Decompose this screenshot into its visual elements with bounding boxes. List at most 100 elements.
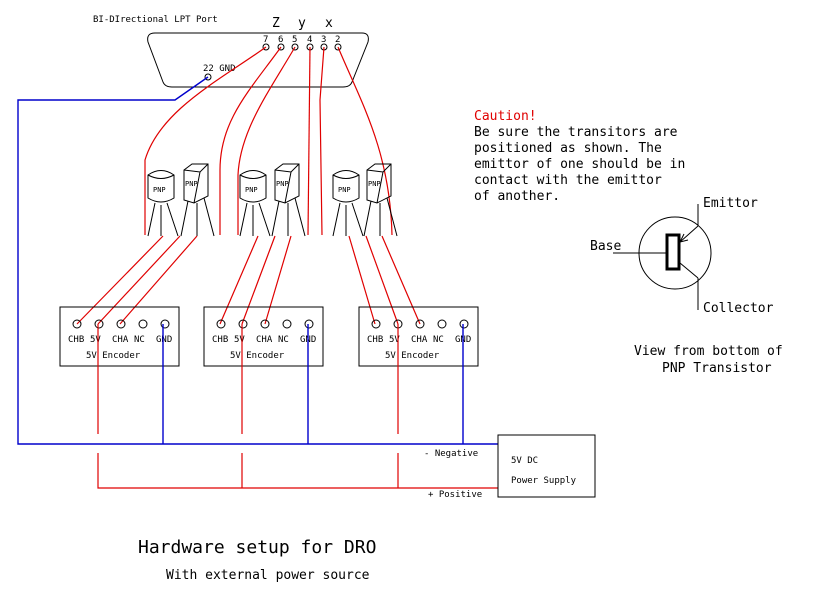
- encoder-pin: [238, 319, 248, 329]
- port-to-transistor-wires: [144, 46, 393, 236]
- wire-t3-chb: [219, 235, 259, 325]
- encoder-pin-label: 5V: [389, 335, 400, 345]
- encoder-pin-label: 5V: [90, 335, 101, 345]
- wire-pin2: [337, 46, 393, 236]
- encoder-label: 5V Encoder: [86, 351, 141, 361]
- encoder-pin: [160, 319, 170, 329]
- lpt-pin-labels: 7 6 5 4 3 2: [263, 35, 340, 45]
- wire-t1-5v: [97, 235, 181, 325]
- encoder-pin: [216, 319, 226, 329]
- base-label: Base: [590, 239, 621, 254]
- encoder-label: 5V Encoder: [385, 351, 440, 361]
- encoder-pin: [138, 319, 148, 329]
- pnp-transistor: PNP: [239, 170, 271, 237]
- pin-label-5: 5: [292, 35, 297, 45]
- pin-22-gnd: [204, 73, 212, 81]
- encoder-pin: [415, 319, 425, 329]
- pin-7: [262, 43, 270, 51]
- axis-label-x: x: [325, 16, 333, 31]
- gnd-pin-label: 22 GND: [203, 64, 236, 74]
- transistor-to-encoder-wires: [76, 235, 421, 325]
- power-supply-line1: 5V DC: [511, 456, 538, 466]
- caution-line-4: contact with the emittor: [474, 173, 662, 188]
- pnp-label: PNP: [245, 186, 258, 194]
- collector-diag: [679, 262, 699, 279]
- transistor-group: PNP PNP PNP PNP PNP PNP: [147, 163, 398, 237]
- db25-connector-shell: [147, 32, 369, 88]
- pnp-base-bar: [665, 233, 681, 271]
- pin-label-4: 4: [307, 35, 312, 45]
- positive-label: + Positive: [428, 490, 482, 500]
- wire-t6-cha: [381, 235, 421, 325]
- encoder-pin: [260, 319, 270, 329]
- pnp-transistor: PNP: [147, 170, 179, 237]
- encoder-pin-label: GND: [156, 335, 172, 345]
- pin-label-7: 7: [263, 35, 268, 45]
- encoder-pin: [371, 319, 381, 329]
- power-supply-line2: Power Supply: [511, 476, 577, 486]
- encoder-pin-label: CHA: [411, 335, 428, 345]
- axis-label-z: Z: [272, 16, 280, 31]
- emitter-diag: [679, 225, 699, 243]
- encoder-pin-label: CHB: [68, 335, 84, 345]
- encoder-pin: [116, 319, 126, 329]
- pnp-symbol: Emittor Base Collector View from bottom …: [590, 196, 783, 376]
- caution-line-3: emittor of one should be in: [474, 157, 685, 172]
- encoder-pin: [304, 319, 314, 329]
- diagram-subtitle: With external power source: [166, 568, 370, 583]
- pin-label-3: 3: [321, 35, 326, 45]
- encoder-box: [203, 306, 324, 367]
- pin-6: [277, 43, 285, 51]
- emitter-label: Emittor: [703, 196, 758, 211]
- encoder-box: [59, 306, 180, 367]
- encoder-pin-label: CHB: [212, 335, 228, 345]
- caution-line-2: positioned as shown. The: [474, 141, 662, 156]
- pin-label-6: 6: [278, 35, 283, 45]
- pnp-caption-line2: PNP Transistor: [662, 361, 772, 376]
- wire-t1-chb: [76, 235, 164, 325]
- caution-line-5: of another.: [474, 189, 560, 204]
- lpt-port-title: BI-DIrectional LPT Port: [93, 15, 218, 25]
- wire-t5-5v: [365, 235, 399, 325]
- encoder-pin: [94, 319, 104, 329]
- encoder-pin-label: CHA: [256, 335, 273, 345]
- caution-line-1: Be sure the transitors are: [474, 125, 678, 140]
- encoder-pin: [437, 319, 447, 329]
- pin-5: [291, 43, 299, 51]
- power-supply-box: [497, 434, 596, 498]
- encoder-pin-label: NC: [278, 335, 289, 345]
- encoder-label: 5V Encoder: [230, 351, 285, 361]
- power-wires: [97, 324, 498, 489]
- pnp-label: PNP: [185, 180, 198, 188]
- encoder-pin: [459, 319, 469, 329]
- negative-label: - Negative: [424, 449, 478, 459]
- pnp-transistor: PNP: [332, 170, 364, 237]
- encoder-pin: [72, 319, 82, 329]
- wire-pin6: [219, 46, 282, 235]
- encoder-box: [358, 306, 479, 367]
- positive-bus: [97, 453, 498, 489]
- wire-t4-cha: [264, 235, 292, 325]
- wire-t2-cha: [119, 235, 198, 325]
- pnp-label: PNP: [276, 180, 289, 188]
- wire-t3-5v: [241, 235, 276, 325]
- caution-heading: Caution!: [474, 109, 537, 124]
- ground-wire-loop: [17, 76, 498, 445]
- pnp-label: PNP: [338, 186, 351, 194]
- pnp-transistor: PNP: [363, 163, 398, 237]
- pnp-label: PNP: [368, 180, 381, 188]
- wire-pin7: [144, 46, 267, 235]
- encoder-pin-label: NC: [433, 335, 444, 345]
- pnp-label: PNP: [153, 186, 166, 194]
- diagram-title: Hardware setup for DRO: [138, 537, 376, 558]
- encoder-pin-label: CHB: [367, 335, 383, 345]
- encoder-pin-label: CHA: [112, 335, 129, 345]
- encoder-pin: [282, 319, 292, 329]
- wire-pin5: [237, 46, 296, 235]
- pin-label-2: 2: [335, 35, 340, 45]
